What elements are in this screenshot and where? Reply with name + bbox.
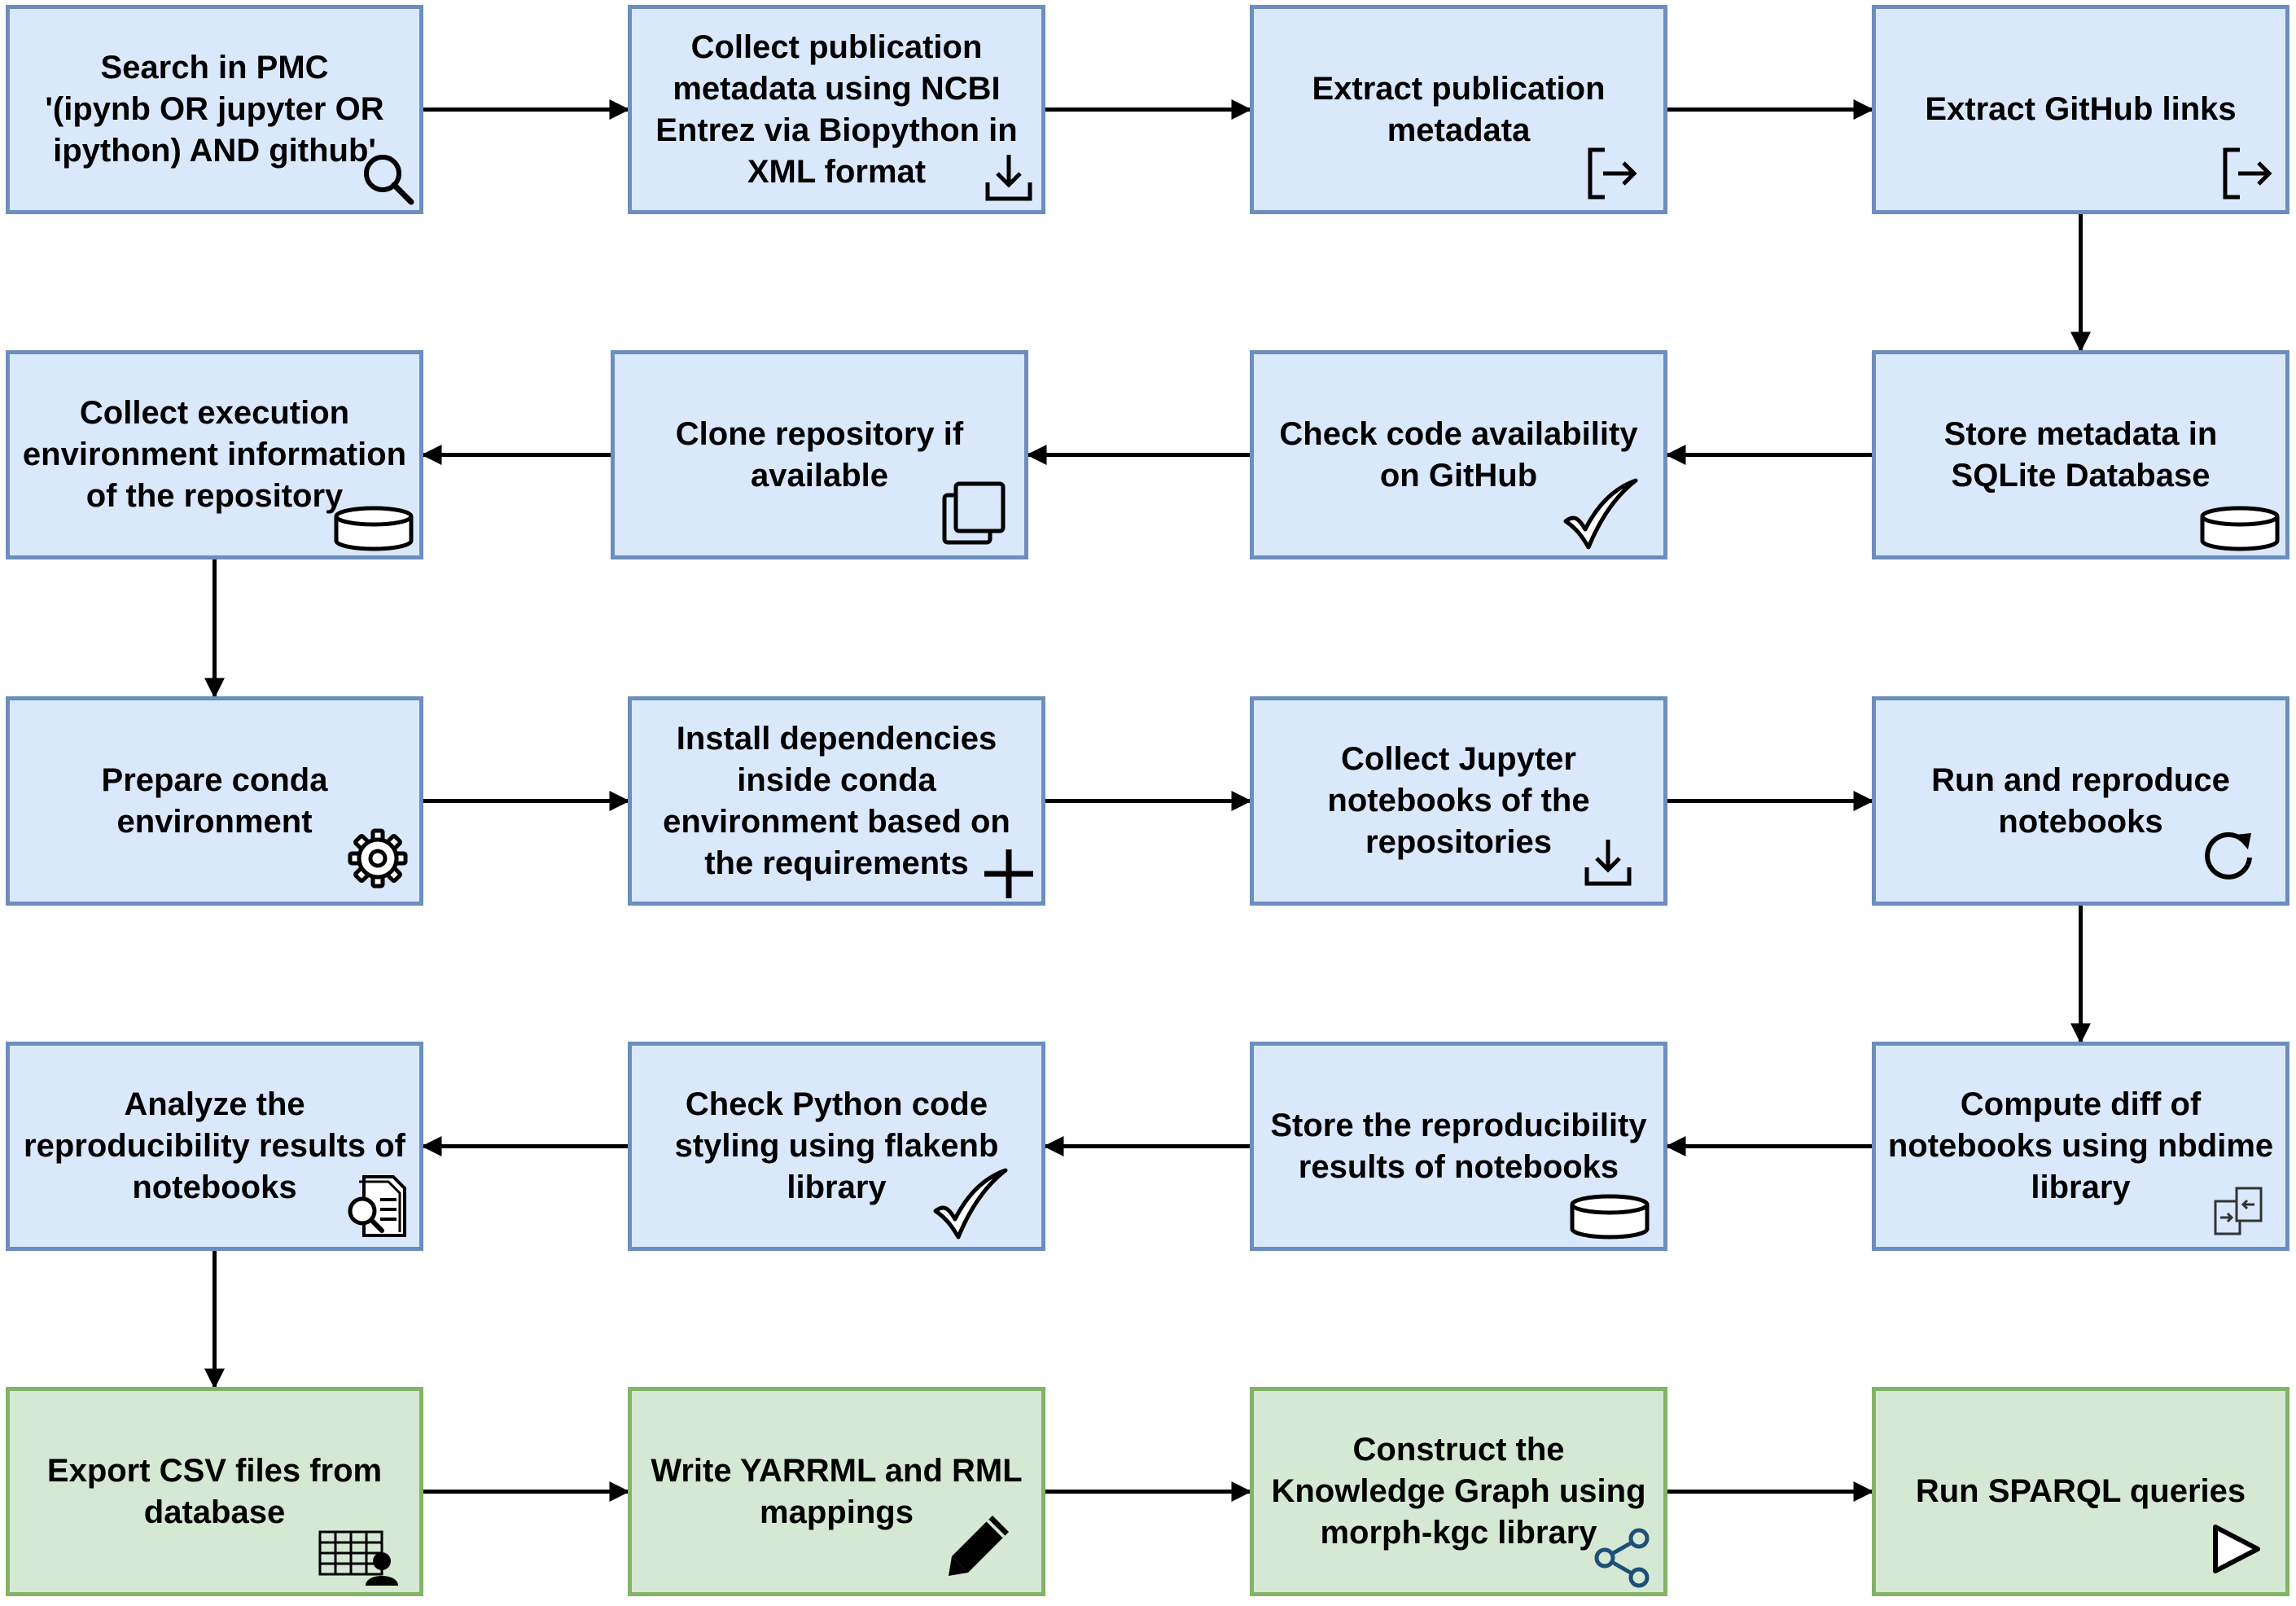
step-label: Extract GitHub links	[1925, 91, 2237, 127]
database-icon	[1569, 1193, 1650, 1240]
step-collect-metadata: Collect publication metadata using NCBI …	[628, 5, 1045, 214]
database-icon	[333, 505, 414, 551]
step-label: Run and reproduce notebooks	[1931, 761, 2230, 840]
step-search-pmc: Search in PMC '(ipynb OR jupyter OR ipyt…	[6, 5, 423, 214]
step-label: Write YARRML and RML mappings	[651, 1452, 1023, 1530]
step-label: Install dependencies inside conda enviro…	[663, 720, 1010, 881]
step-prepare-conda: Prepare conda environment	[6, 696, 423, 906]
step-label: Collect publication metadata using NCBI …	[655, 29, 1018, 190]
download-icon	[983, 151, 1035, 204]
database-icon	[2199, 505, 2281, 551]
refresh-icon	[2204, 830, 2256, 882]
step-label: Check code availability on GitHub	[1279, 415, 1638, 494]
step-analyze-reproducibility: Analyze the reproducibility results of n…	[6, 1042, 423, 1251]
step-run-reproduce: Run and reproduce notebooks	[1872, 696, 2289, 906]
compare-icon	[2214, 1187, 2263, 1235]
search-icon	[361, 151, 419, 210]
export-icon	[1585, 147, 1639, 200]
checkmark-icon	[932, 1167, 1010, 1240]
play-icon	[2211, 1524, 2261, 1574]
step-label: Collect Jupyter notebooks of the reposit…	[1327, 741, 1590, 860]
checkmark-icon	[1562, 477, 1641, 551]
step-extract-metadata: Extract publication metadata	[1250, 5, 1667, 214]
step-check-code-availability: Check code availability on GitHub	[1250, 350, 1667, 559]
step-label: Search in PMC '(ipynb OR jupyter OR ipyt…	[45, 50, 384, 169]
step-store-reproducibility: Store the reproducibility results of not…	[1250, 1042, 1667, 1251]
step-run-sparql: Run SPARQL queries	[1872, 1387, 2289, 1596]
step-store-metadata-sqlite: Store metadata in SQLite Database	[1872, 350, 2289, 559]
step-label: Analyze the reproducibility results of n…	[24, 1086, 405, 1205]
step-label: Construct the Knowledge Graph using morp…	[1271, 1432, 1646, 1551]
step-label: Check Python code styling using flakenb …	[674, 1086, 999, 1205]
document-search-icon	[343, 1174, 408, 1239]
pencil-icon	[947, 1512, 1012, 1577]
share-icon	[1592, 1527, 1654, 1589]
step-clone-repository: Clone repository if available	[611, 350, 1028, 559]
export-icon	[2220, 147, 2274, 200]
plus-icon	[983, 848, 1035, 900]
step-label: Clone repository if available	[675, 415, 964, 494]
step-label: Run SPARQL queries	[1915, 1473, 2246, 1509]
step-construct-kg: Construct the Knowledge Graph using morp…	[1250, 1387, 1667, 1596]
step-label: Export CSV files from database	[46, 1452, 383, 1530]
step-label: Extract publication metadata	[1312, 70, 1606, 148]
step-extract-github-links: Extract GitHub links	[1872, 5, 2289, 214]
step-write-mappings: Write YARRML and RML mappings	[628, 1387, 1045, 1596]
step-label: Prepare conda environment	[101, 761, 328, 840]
step-label: Collect execution environment informatio…	[22, 395, 407, 514]
step-label: Compute diff of notebooks using nbdime l…	[1887, 1086, 2274, 1205]
copy-icon	[941, 480, 1006, 546]
download-icon	[1582, 836, 1634, 889]
step-label: Store metadata in SQLite Database	[1943, 415, 2218, 494]
step-label: Store the reproducibility results of not…	[1270, 1107, 1647, 1185]
table-user-icon	[318, 1527, 400, 1586]
step-export-csv: Export CSV files from database	[6, 1387, 423, 1596]
step-collect-execution-env: Collect execution environment informatio…	[6, 350, 423, 559]
gear-icon	[348, 828, 408, 889]
step-install-dependencies: Install dependencies inside conda enviro…	[628, 696, 1045, 906]
step-compute-diff: Compute diff of notebooks using nbdime l…	[1872, 1042, 2289, 1251]
step-check-python-styling: Check Python code styling using flakenb …	[628, 1042, 1045, 1251]
step-collect-notebooks: Collect Jupyter notebooks of the reposit…	[1250, 696, 1667, 906]
